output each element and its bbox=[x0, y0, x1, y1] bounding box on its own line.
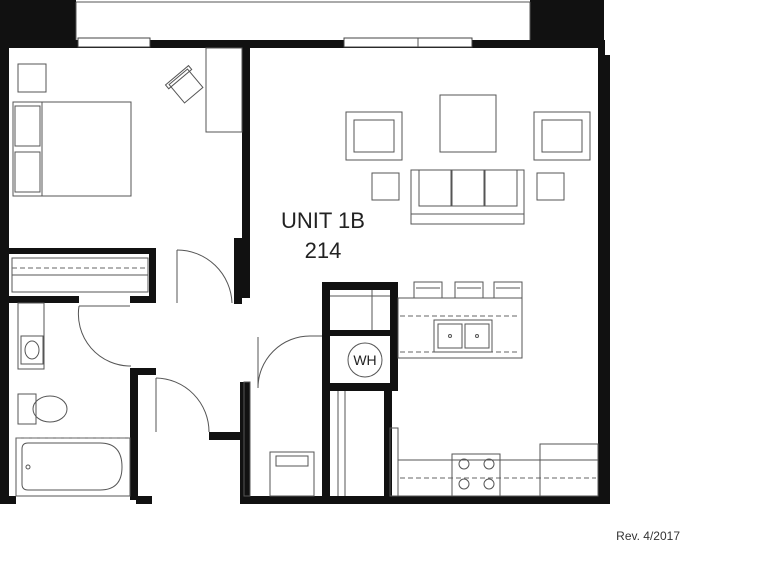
doors bbox=[77, 249, 390, 496]
windows bbox=[77, 37, 473, 48]
pantry bbox=[389, 427, 399, 497]
water-heater-label: WH bbox=[353, 352, 376, 368]
bathroom bbox=[15, 302, 131, 497]
armchair-right bbox=[533, 111, 591, 161]
toilet bbox=[32, 395, 68, 423]
revision-label: Rev. 4/2017 bbox=[616, 529, 680, 543]
desk-chair bbox=[164, 64, 204, 104]
laundry-area bbox=[243, 381, 315, 497]
coffee-table bbox=[439, 94, 497, 153]
living-room bbox=[345, 94, 591, 225]
desk bbox=[205, 47, 243, 133]
kitchen-island bbox=[397, 297, 523, 359]
armchair-left bbox=[345, 111, 403, 161]
exterior-walls bbox=[0, 0, 610, 504]
side-table-left bbox=[371, 172, 400, 201]
water-heater-symbol bbox=[347, 342, 383, 378]
unit-number-label: 214 bbox=[305, 238, 342, 263]
bed bbox=[12, 101, 132, 197]
refrigerator bbox=[539, 443, 599, 497]
stove bbox=[451, 453, 501, 497]
washer-dryer bbox=[269, 451, 315, 497]
nightstand bbox=[17, 63, 47, 93]
balcony-outline bbox=[75, 1, 531, 40]
side-table-right bbox=[536, 172, 565, 201]
unit-name-label: UNIT 1B bbox=[281, 208, 365, 233]
water-heater bbox=[347, 342, 383, 378]
kitchen-sink bbox=[433, 319, 493, 353]
vanity bbox=[17, 302, 45, 370]
bar-stools bbox=[413, 281, 523, 299]
bedroom bbox=[11, 47, 243, 293]
sofa bbox=[410, 169, 525, 225]
toilet-tank bbox=[17, 393, 37, 425]
interior-walls bbox=[9, 48, 398, 504]
kitchen bbox=[389, 281, 599, 497]
